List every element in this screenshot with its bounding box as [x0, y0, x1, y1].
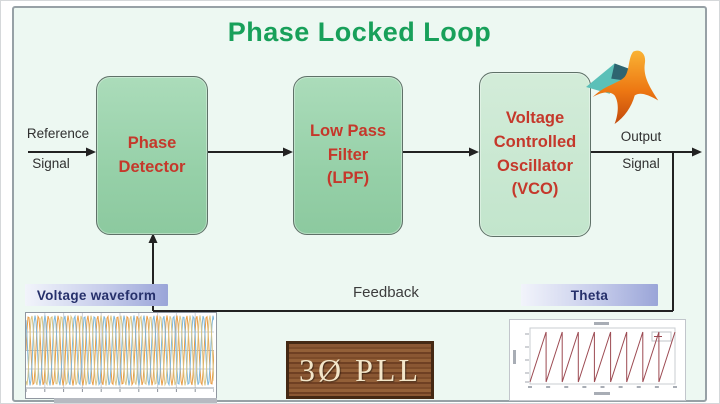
matlab-logo-flame: [592, 50, 659, 124]
matlab-logo: [579, 45, 667, 129]
output-signal-label-line2: Signal: [622, 156, 660, 171]
voltage-waveform-plot: [25, 313, 215, 392]
reference-signal-label-line2: Signal: [32, 156, 70, 171]
reference-signal-label-line1: Reference: [26, 126, 90, 141]
block-vco: Voltage Controlled Oscillator (VCO): [479, 72, 591, 237]
waveform-chart-footer-bar: [54, 398, 217, 403]
theta-tag-label: Theta: [570, 287, 609, 303]
signal-flow-arrows: [28, 147, 702, 312]
three-phase-pll-sign: 3Ø PLL: [286, 341, 434, 399]
arrowheads: [86, 147, 702, 243]
matlab-logo-icon: [586, 50, 659, 124]
output-signal-label-line1: Output: [620, 129, 662, 144]
three-phase-pll-sign-text: 3Ø PLL: [299, 351, 421, 388]
theta-plot: [513, 322, 677, 395]
block-label-low-pass-filter: Low Pass Filter (LPF): [309, 121, 387, 188]
arrowhead-into-vco: [469, 147, 479, 157]
connector-lines: [28, 151, 694, 312]
block-low-pass-filter: Low Pass Filter (LPF): [293, 76, 403, 235]
arrowhead-feedback-up: [148, 233, 158, 243]
theta-tag: Theta: [521, 284, 658, 306]
arrowhead-into-lpf: [283, 147, 293, 157]
diagram-canvas: Phase Locked Loop Phase Detector: [12, 6, 707, 403]
block-phase-detector: Phase Detector: [96, 76, 208, 235]
arrowhead-into-pd: [86, 147, 96, 157]
voltage-waveform-tag-label: Voltage waveform: [36, 287, 157, 303]
feedback-label: Feedback: [353, 284, 419, 301]
voltage-waveform-tag: Voltage waveform: [25, 284, 168, 306]
block-label-phase-detector: Phase Detector: [118, 133, 186, 176]
theta-chart: [509, 319, 686, 401]
voltage-waveform-chart: [25, 312, 217, 399]
matlab-logo-membrane-shadow: [611, 63, 634, 81]
arrowhead-output: [692, 147, 702, 157]
page-title: Phase Locked Loop: [227, 17, 492, 47]
block-label-vco: Voltage Controlled Oscillator (VCO): [493, 108, 577, 199]
